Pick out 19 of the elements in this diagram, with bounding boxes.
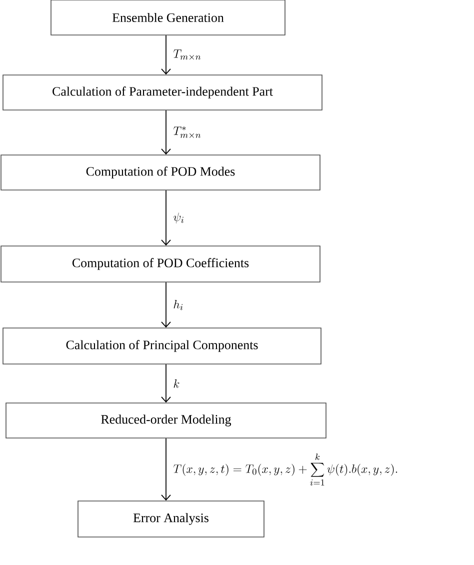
edge-label: $\psi_{i}$ (172, 212, 186, 224)
edge-label: $h_{i}$ (172, 298, 185, 312)
process-box: Calculation of Principal Components (2, 328, 322, 364)
process-box: Reduced-order Modeling (6, 402, 326, 438)
process-box: Computation of POD Modes (0, 154, 320, 190)
edge-label: $k$ (172, 378, 181, 389)
arrow (161, 190, 171, 246)
process-box: Calculation of Parameter-independent Part (2, 74, 322, 110)
arrow (161, 364, 171, 403)
arrow (161, 438, 171, 501)
process-box: Ensemble Generation (50, 0, 286, 36)
arrow (161, 282, 171, 328)
edge-label: $T^{*}_{m\times n}$ (172, 125, 202, 140)
arrow (161, 110, 171, 155)
process-box: Error Analysis (78, 500, 264, 538)
edge-label: $T(x,y,z,t)=T_{0}(x,y,z)+\sum_{i=1}^{k}\psi(t).b(x,y,z).$ (172, 452, 400, 488)
process-box: Computation of POD Coefficients (0, 246, 320, 282)
arrow (161, 34, 171, 75)
edge-label: $T_{m\times n}$ (172, 48, 202, 62)
